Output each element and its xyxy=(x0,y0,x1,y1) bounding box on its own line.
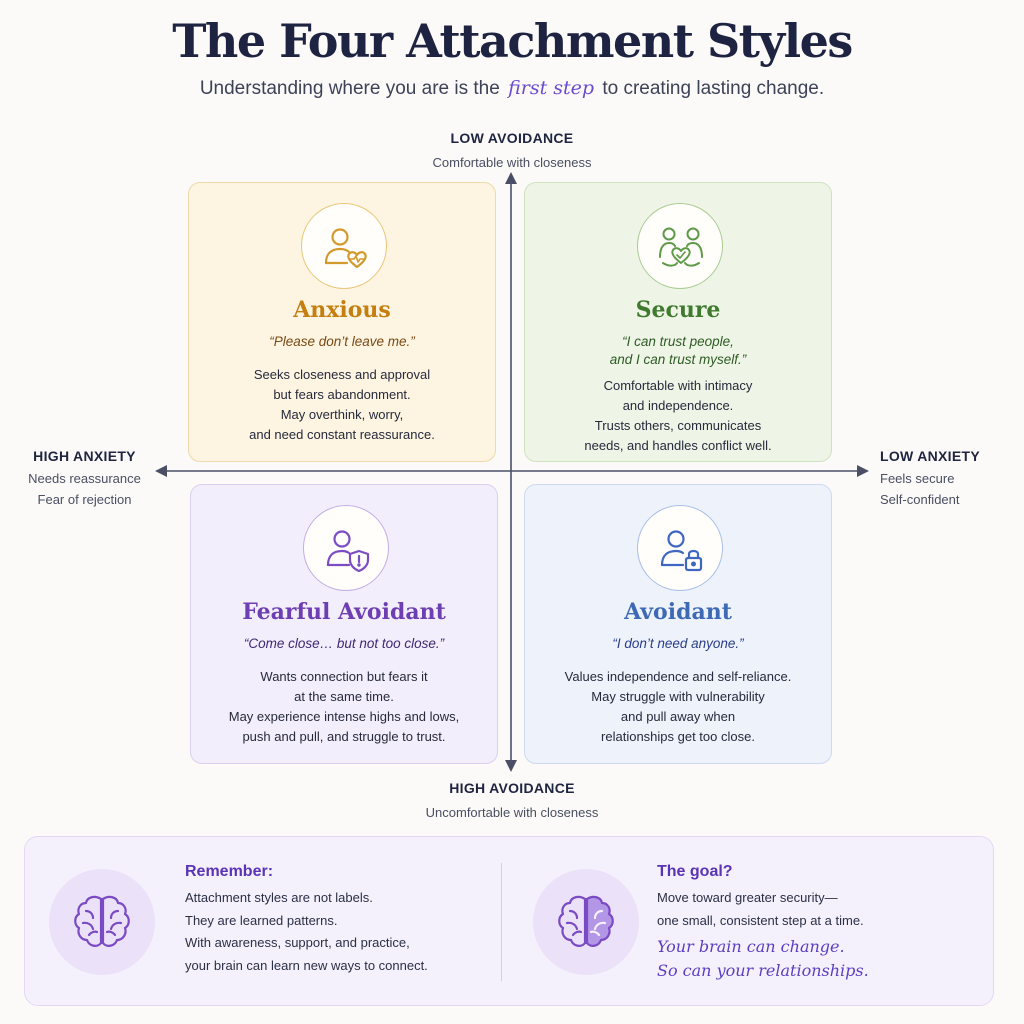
arrow-up-icon xyxy=(505,172,517,184)
remember-panel: Remember: Attachment styles are not labe… xyxy=(24,836,994,1006)
avoidant-quote-line: “I don’t need anyone.” xyxy=(612,636,744,651)
axis-bottom-label: HIGH AVOIDANCE Uncomfortable with closen… xyxy=(362,780,662,823)
anxious-desc-line: Seeks closeness and approval xyxy=(253,367,431,382)
axis-left-sub-2: Fear of rejection xyxy=(37,492,132,507)
secure-quote-line: and I can trust myself.” xyxy=(609,352,747,367)
remember-heading: Remember: xyxy=(185,863,274,880)
anxious-desc-line: but fears abandonment. xyxy=(273,387,411,402)
remember-line: Attachment styles are not labels. xyxy=(185,890,373,905)
secure-desc-line: Comfortable with intimacy xyxy=(603,378,753,393)
avoidant-desc-line: May struggle with vulnerability xyxy=(591,689,765,704)
axis-left-sub-1: Needs reassurance xyxy=(28,471,141,486)
axis-right-sub-2: Self-confident xyxy=(880,492,960,507)
axis-right-sub-1: Feels secure xyxy=(880,471,955,486)
secure-desc-line: needs, and handles conflict well. xyxy=(584,438,772,453)
axis-right-label: LOW ANXIETY Feels secure Self-confident xyxy=(880,448,1020,510)
two-people-heart-icon xyxy=(659,227,703,267)
fearful-desc-line: push and pull, and struggle to trust. xyxy=(242,729,446,744)
subtitle-emphasis: first step xyxy=(508,77,595,99)
axis-left-title: HIGH ANXIETY xyxy=(33,448,136,464)
arrow-down-icon xyxy=(505,760,517,772)
avoidant-quote: “I don’t need anyone.” xyxy=(535,635,821,653)
axis-top-title: LOW AVOIDANCE xyxy=(450,130,574,146)
person-lock-icon xyxy=(660,530,703,572)
axis-left-label: HIGH ANXIETY Needs reassurance Fear of r… xyxy=(12,448,157,510)
quadrant-fearful-avoidant: Fearful Avoidant “Come close… but not to… xyxy=(190,484,498,764)
fearful-title: Fearful Avoidant xyxy=(242,599,446,625)
fearful-desc-line: May experience intense highs and lows, xyxy=(228,709,460,724)
axis-bottom-title: HIGH AVOIDANCE xyxy=(449,780,575,796)
axis-top-label: LOW AVOIDANCE Comfortable with closeness xyxy=(362,130,662,173)
page-title: The Four Attachment Styles xyxy=(172,14,853,68)
fearful-icon-badge xyxy=(303,505,389,591)
avoidant-desc-line: Values independence and self-reliance. xyxy=(564,669,792,684)
anxious-quote-line: “Please don’t leave me.” xyxy=(269,334,415,349)
avoidant-title: Avoidant xyxy=(624,599,732,625)
arrow-left-icon xyxy=(155,465,167,477)
secure-quote-line: “I can trust people, xyxy=(622,334,734,349)
brain-icon xyxy=(558,895,614,947)
goal-brain-badge xyxy=(533,869,639,975)
axis-top-sub: Comfortable with closeness xyxy=(432,155,592,170)
goal-line: one small, consistent step at a time. xyxy=(657,912,864,928)
avoidant-description: Values independence and self-reliance. M… xyxy=(535,667,821,747)
remember-line: your brain can learn new ways to connect… xyxy=(185,957,428,973)
subtitle-lead: Understanding where you are is the xyxy=(199,78,500,99)
fearful-desc-line: at the same time. xyxy=(294,689,394,704)
anxious-icon-badge xyxy=(301,203,387,289)
secure-quote: “I can trust people, and I can trust mys… xyxy=(535,333,821,369)
remember-line: With awareness, support, and practice, xyxy=(185,935,410,950)
secure-desc-line: Trusts others, communicates xyxy=(594,418,762,433)
person-heart-icon xyxy=(324,228,367,269)
goal-line: Move toward greater security— xyxy=(657,890,838,905)
avoidant-desc-line: relationships get too close. xyxy=(601,729,755,744)
anxious-desc-line: May overthink, worry, xyxy=(280,407,404,422)
goal-heading: The goal? xyxy=(657,863,733,880)
secure-icon-badge xyxy=(637,203,723,289)
goal-text: Move toward greater security— one small,… xyxy=(657,887,864,932)
remember-line: They are learned patterns. xyxy=(185,912,338,928)
page-subtitle: Understanding where you are is the first… xyxy=(0,77,1024,100)
subtitle-tail: to creating lasting change. xyxy=(602,78,825,99)
brain-icon xyxy=(74,895,130,947)
remember-text: Attachment styles are not labels. They a… xyxy=(185,887,428,977)
quadrant-anxious: Anxious “Please don’t leave me.” Seeks c… xyxy=(188,182,496,462)
secure-desc-line: and independence. xyxy=(622,398,734,413)
goal-script: Your brain can change. So can your relat… xyxy=(657,935,869,983)
avoidant-icon-badge xyxy=(637,505,723,591)
anxious-title: Anxious xyxy=(293,297,391,323)
goal-script-line: Your brain can change. xyxy=(657,937,845,956)
fearful-desc-line: Wants connection but fears it xyxy=(260,669,428,684)
axis-bottom-sub: Uncomfortable with closeness xyxy=(425,805,599,820)
fearful-quote: “Come close… but not too close.” xyxy=(201,635,487,653)
remember-brain-badge xyxy=(49,869,155,975)
fearful-description: Wants connection but fears it at the sam… xyxy=(201,667,487,747)
person-shield-icon xyxy=(326,530,370,573)
panel-divider xyxy=(501,863,502,981)
secure-description: Comfortable with intimacy and independen… xyxy=(535,376,821,456)
arrow-right-icon xyxy=(857,465,869,477)
quadrant-secure: Secure “I can trust people, and I can tr… xyxy=(524,182,832,462)
axis-right-title: LOW ANXIETY xyxy=(880,448,981,464)
fearful-quote-line: “Come close… but not too close.” xyxy=(243,636,445,651)
anxious-quote: “Please don’t leave me.” xyxy=(199,333,485,351)
anxious-desc-line: and need constant reassurance. xyxy=(249,427,435,442)
anxious-description: Seeks closeness and approval but fears a… xyxy=(199,365,485,445)
secure-title: Secure xyxy=(635,297,721,323)
quadrant-avoidant: Avoidant “I don’t need anyone.” Values i… xyxy=(524,484,832,764)
avoidant-desc-line: and pull away when xyxy=(620,709,736,724)
goal-script-line: So can your relationships. xyxy=(657,961,869,980)
